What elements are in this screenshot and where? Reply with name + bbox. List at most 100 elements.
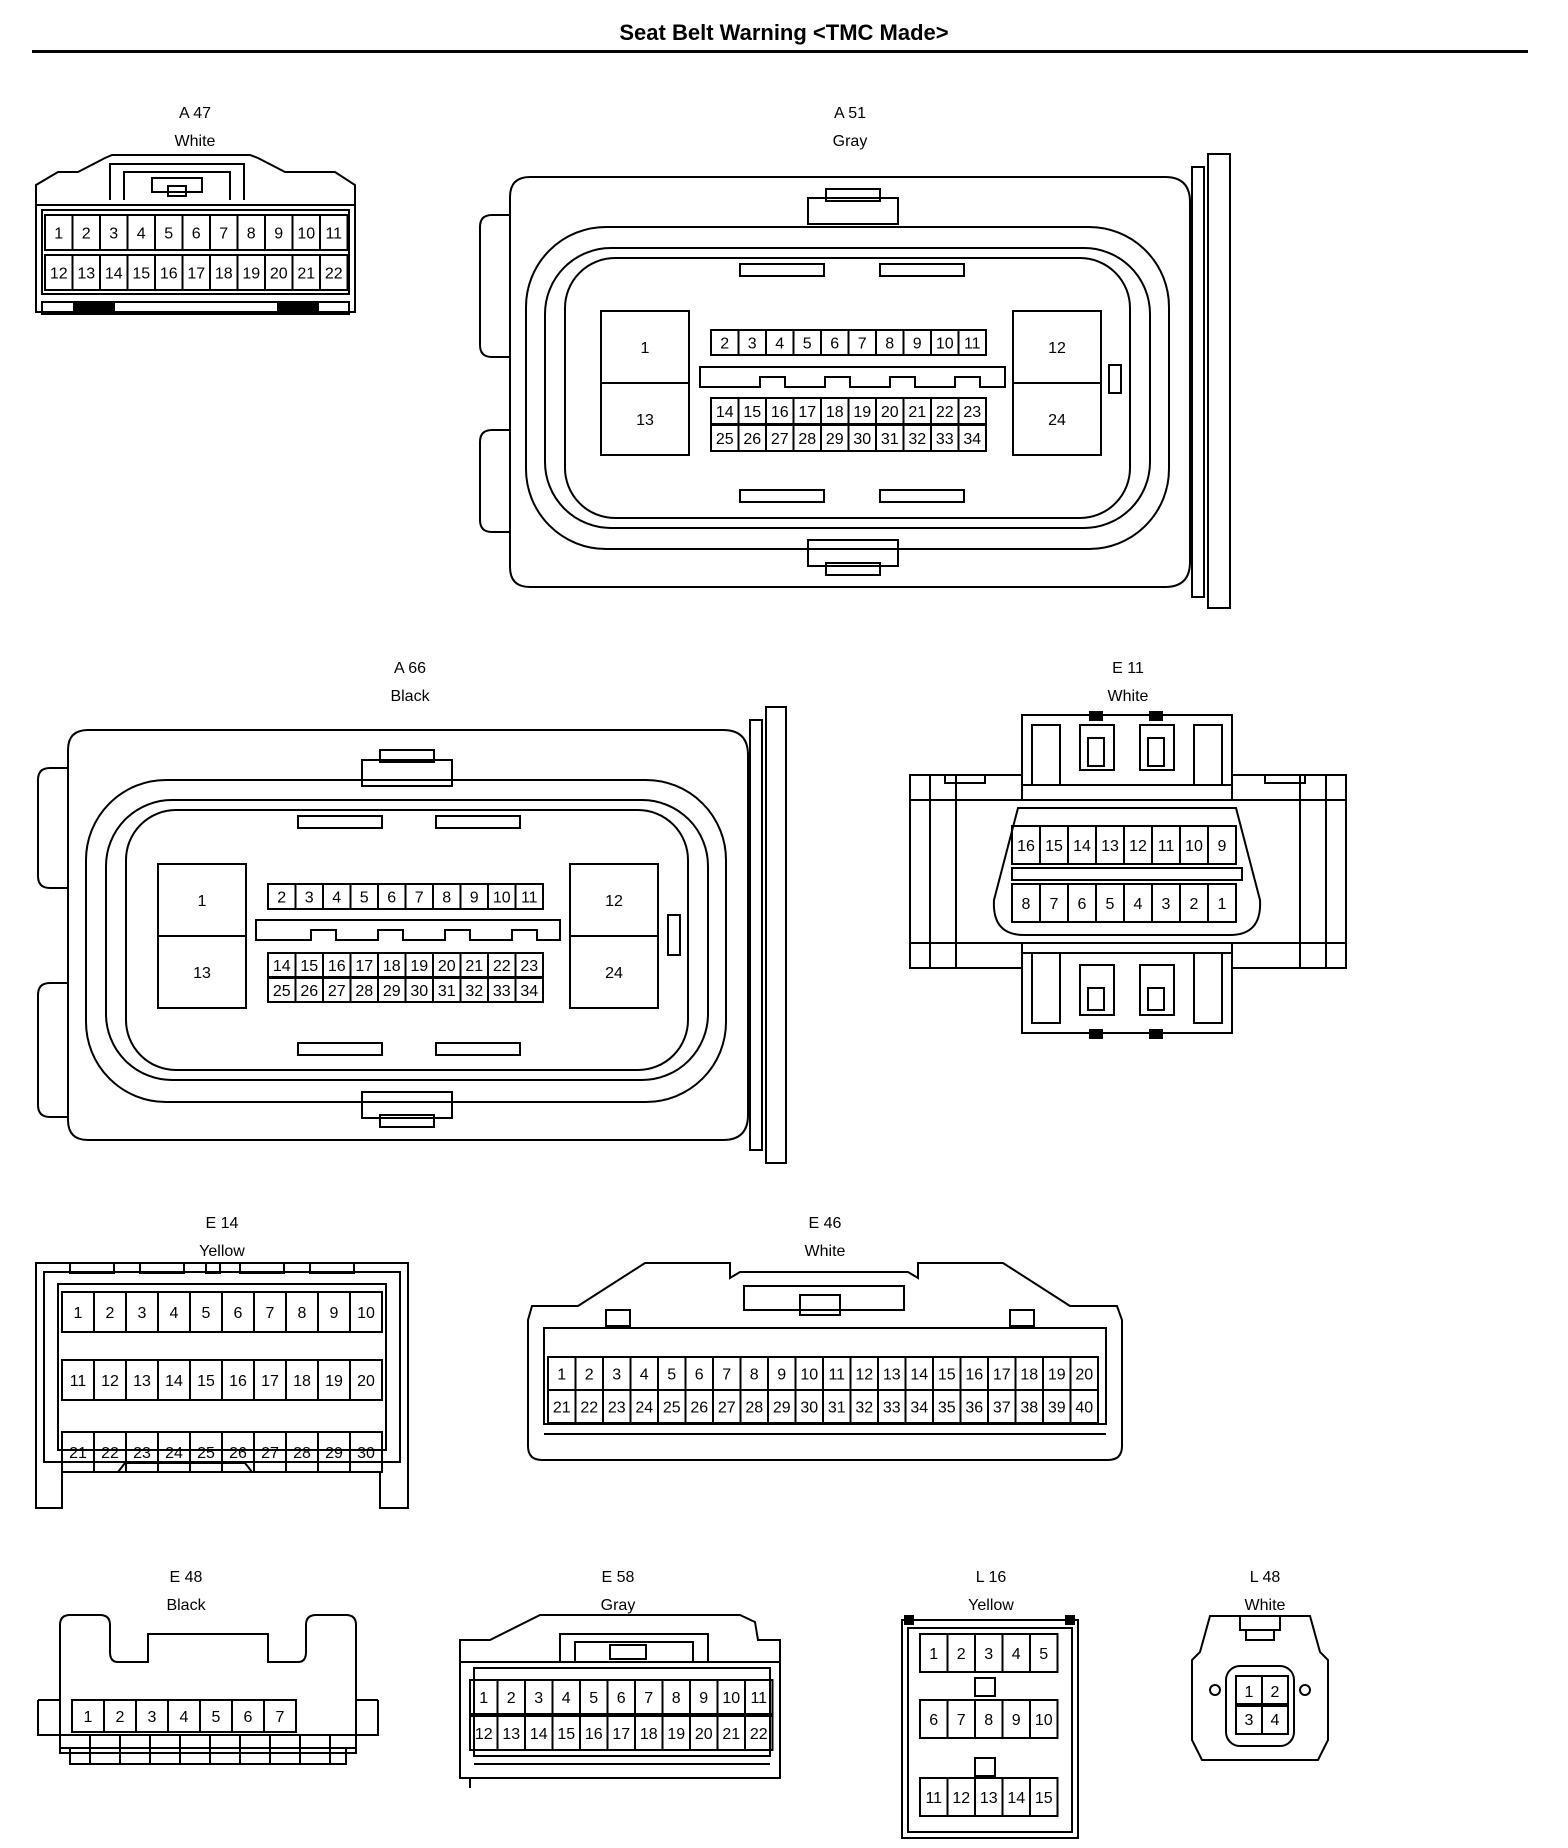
pin-label: 2: [957, 1646, 966, 1663]
pin-label: 19: [853, 404, 871, 421]
pin-label: 17: [261, 1373, 279, 1390]
pin-label: 13: [77, 266, 95, 283]
connector-color: Gray: [832, 133, 868, 150]
pin-label: 23: [608, 1400, 626, 1417]
pin-label: 20: [438, 958, 456, 975]
pin-label: 3: [748, 336, 757, 353]
pin-label: 13: [133, 1373, 151, 1390]
pin-label: 8: [984, 1712, 993, 1729]
pin-label: 18: [1020, 1367, 1038, 1384]
pin-cell: [1029, 1777, 1059, 1817]
pin-label: 17: [993, 1367, 1011, 1384]
connector-color: Yellow: [199, 1243, 245, 1260]
connector-id: E 11: [1112, 660, 1144, 677]
pin-label: 33: [493, 983, 511, 1000]
pin-label: 27: [771, 431, 789, 448]
pin-label: 14: [165, 1373, 183, 1390]
pin-label: 25: [663, 1400, 681, 1417]
pin-label: 1: [198, 893, 207, 910]
pin-cell: [157, 935, 247, 1009]
pin-label: 15: [300, 958, 318, 975]
pin-label: 3: [534, 1690, 543, 1707]
pin-label: 30: [853, 431, 871, 448]
pin-label: 21: [553, 1400, 571, 1417]
pin-label: 32: [465, 983, 483, 1000]
pin-label: 25: [197, 1445, 215, 1462]
pin-label: 6: [617, 1690, 626, 1707]
pin-label: 5: [212, 1709, 221, 1726]
pin-label: 4: [170, 1305, 179, 1322]
pin-label: 27: [718, 1400, 736, 1417]
pin-label: 12: [605, 893, 623, 910]
pin-label: 6: [1078, 896, 1087, 913]
pin-label: 9: [274, 226, 283, 243]
pin-cell: [1069, 1389, 1099, 1424]
pin-label: 8: [442, 890, 451, 907]
pin-label: 1: [479, 1690, 488, 1707]
pin-label: 33: [883, 1400, 901, 1417]
pin-label: 26: [690, 1400, 708, 1417]
pin-label: 22: [101, 1445, 119, 1462]
pin-label: 15: [1035, 1790, 1053, 1807]
pin-label: 24: [605, 965, 623, 982]
pin-label: 20: [1075, 1367, 1093, 1384]
pin-cell: [957, 329, 987, 356]
pin-label: 5: [803, 336, 812, 353]
pin-label: 14: [273, 958, 291, 975]
pin-label: 2: [1271, 1684, 1280, 1701]
pin-label: 8: [885, 336, 894, 353]
pin-label: 13: [1101, 838, 1119, 855]
pin-label: 6: [234, 1305, 243, 1322]
pin-cell: [1029, 1633, 1059, 1673]
pin-label: 4: [1134, 896, 1143, 913]
pin-label: 13: [636, 412, 654, 429]
pin-label: 4: [180, 1709, 189, 1726]
pin-cell: [1261, 1703, 1289, 1735]
pin-label: 3: [305, 890, 314, 907]
pin-label: 9: [913, 336, 922, 353]
pin-label: 8: [1022, 896, 1031, 913]
pin-cell: [1207, 825, 1237, 865]
pin-label: 14: [910, 1367, 928, 1384]
pin-label: 10: [1035, 1712, 1053, 1729]
pin-label: 29: [383, 983, 401, 1000]
pin-cell: [514, 977, 544, 1003]
pin-label: 11: [964, 336, 981, 353]
pin-label: 4: [562, 1690, 571, 1707]
pin-label: 5: [164, 226, 173, 243]
connector-id: A 47: [178, 105, 212, 122]
pin-label: 2: [507, 1690, 516, 1707]
pin-label: 22: [325, 266, 343, 283]
pin-label: 14: [530, 1726, 548, 1743]
pin-label: 25: [273, 983, 291, 1000]
pin-label: 3: [109, 226, 118, 243]
pin-label: 30: [800, 1400, 818, 1417]
pin-label: 12: [101, 1373, 119, 1390]
pin-label: 21: [69, 1445, 87, 1462]
pin-label: 10: [722, 1690, 740, 1707]
pin-label: 2: [1190, 896, 1199, 913]
pin-label: 1: [557, 1367, 566, 1384]
pin-label: 1: [74, 1305, 83, 1322]
connector-color: White: [1244, 1597, 1286, 1614]
pin-label: 3: [148, 1709, 157, 1726]
pin-label: 4: [1012, 1646, 1021, 1663]
pin-label: 22: [936, 404, 954, 421]
pin-cell: [319, 254, 349, 291]
